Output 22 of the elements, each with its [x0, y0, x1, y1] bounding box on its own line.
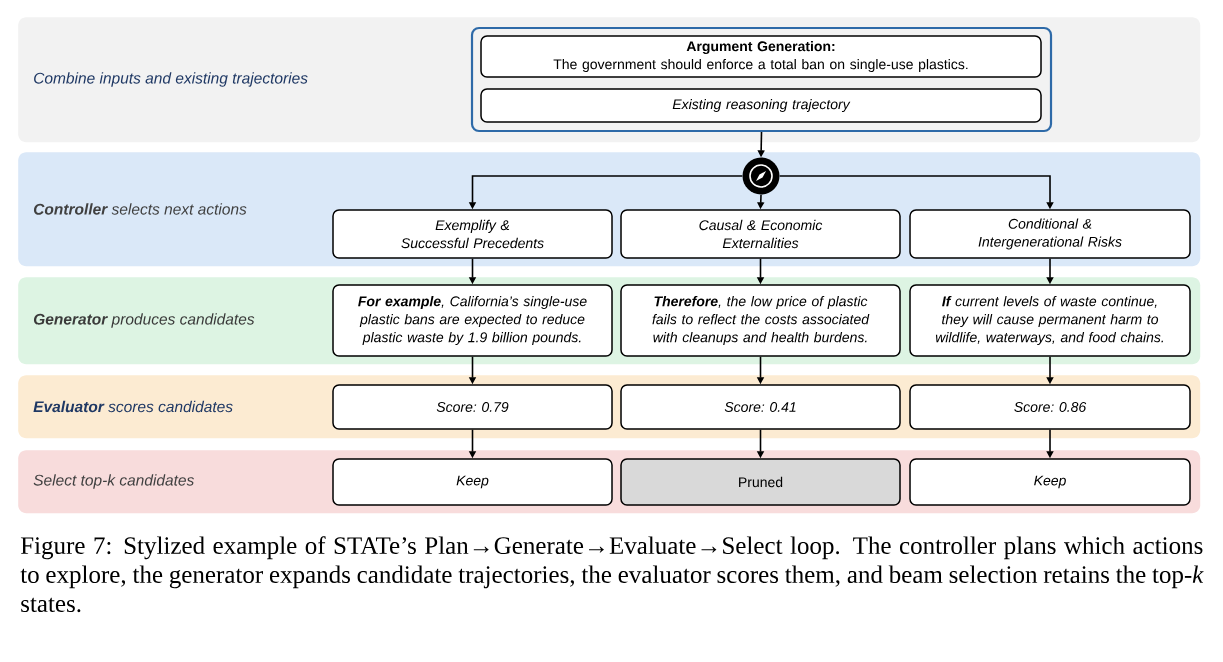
text-box: For example, California’s single-use plastic bans are expected to reduce plastic waste by 1.9 billion pounds.: [332, 284, 613, 357]
figure-caption: Figure 7: Stylized example of STATe’s Plan→Generate→Evaluate→Select loop. The controller plans which actions to explore, the generator expands candidate trajectories, the evaluator scores them, and beam selection retains the top-k states.: [20, 536, 1204, 613]
text-box: If current levels of waste continue, they will cause permanent harm to wildlife, waterways, and food chains.: [909, 284, 1191, 357]
text-box: Conditional & Intergenerational Risks: [909, 209, 1191, 259]
text-box: Score: 0.41: [620, 384, 901, 430]
row-label: Controller selects next actions: [33, 203, 247, 215]
compass-icon: [742, 157, 780, 195]
text-box: Causal & Economic Externalities: [620, 209, 901, 259]
text-box: Keep: [332, 458, 613, 506]
text-box: Existing reasoning trajectory: [480, 88, 1042, 123]
row-label: Select top-k candidates: [33, 474, 194, 489]
text-box: Score: 0.79: [332, 384, 613, 430]
text-box: Pruned: [620, 458, 901, 506]
text-box: Argument Generation: The government should enforce a total ban on single-use plastics.: [480, 35, 1042, 78]
row-label: Evaluator scores candidates: [33, 400, 233, 413]
text-box: Exemplify & Successful Precedents: [332, 209, 613, 259]
text-box: Therefore, the low price of plastic fails to reflect the costs associated with cleanups and health burdens.: [620, 284, 901, 357]
text-box: Keep: [909, 458, 1191, 506]
row-label: Generator produces candidates: [33, 313, 255, 328]
group-frame: [470, 26, 1053, 133]
row-label: Combine inputs and existing trajectories: [34, 72, 308, 87]
text-box: Score: 0.86: [909, 384, 1191, 430]
